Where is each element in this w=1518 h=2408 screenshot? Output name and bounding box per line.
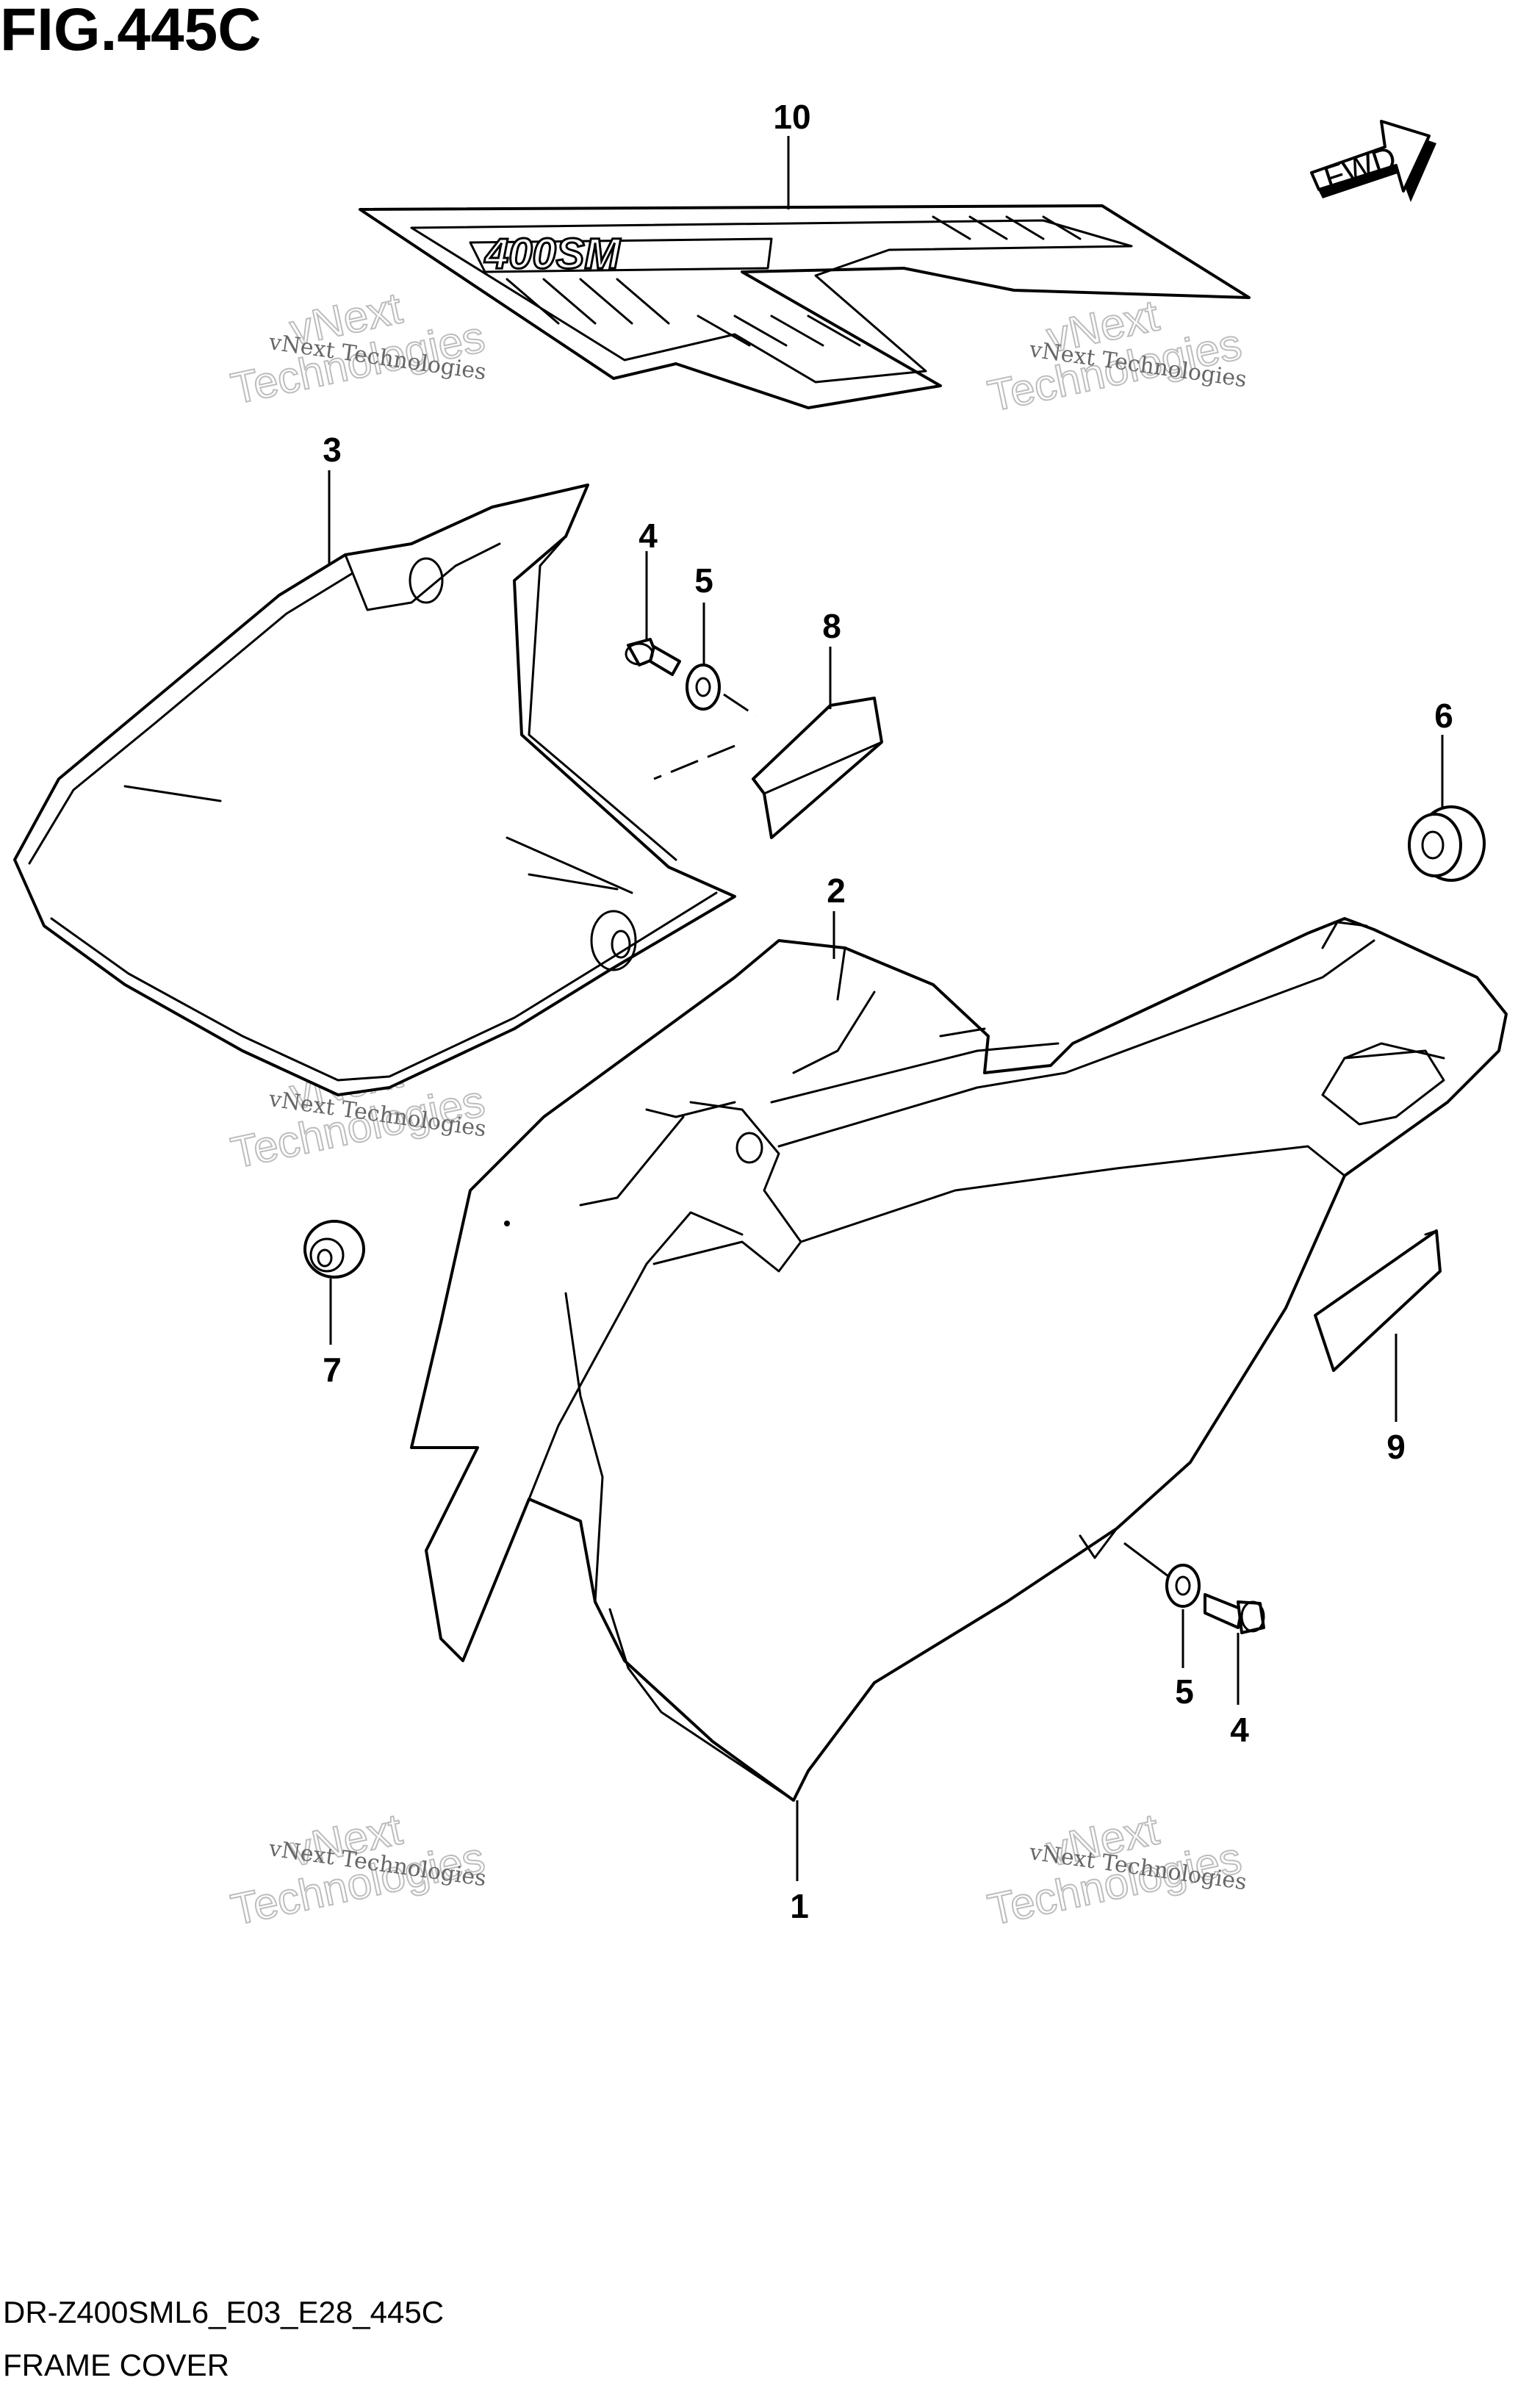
callout-4-top: 4 <box>639 517 658 555</box>
callout-8: 8 <box>822 607 841 645</box>
decal-part-10: 400SM <box>359 204 1251 409</box>
grommet-part-6 <box>1408 805 1486 882</box>
watermark-bottom-right: Technologies vNext vNext Technologies <box>983 1803 1248 1935</box>
washer-part-5-bottom <box>1165 1564 1201 1608</box>
pad-part-9 <box>1314 1229 1442 1372</box>
fwd-arrow-icon: FWD <box>1310 120 1436 202</box>
callout-2: 2 <box>827 871 846 910</box>
callout-5-top: 5 <box>694 561 713 600</box>
figure-code: DR-Z400SML6_E03_E28_445C <box>3 2295 445 2329</box>
pad-part-8 <box>752 697 883 839</box>
callout-7: 7 <box>323 1351 342 1389</box>
frame-cover-part-1 <box>410 917 1508 1802</box>
grommet-part-7 <box>303 1220 365 1279</box>
svg-text:400SM: 400SM <box>484 230 621 278</box>
svg-text:FWD: FWD <box>1320 140 1400 197</box>
watermark-top-right: Technologies vNext vNext Technologies <box>983 290 1248 421</box>
watermark-bottom-left: Technologies vNext vNext Technologies <box>226 1803 490 1935</box>
callout-6: 6 <box>1434 697 1453 735</box>
callout-10: 10 <box>773 98 810 136</box>
watermark-top-left: Technologies vNext vNext Technologies <box>226 282 490 414</box>
washer-part-5-top <box>686 664 721 711</box>
callout-4-bottom: 4 <box>1230 1711 1249 1749</box>
callout-5-bottom: 5 <box>1175 1672 1194 1711</box>
callout-9: 9 <box>1386 1428 1406 1466</box>
callout-3: 3 <box>323 431 342 469</box>
callout-1: 1 <box>790 1887 809 1925</box>
figure-title: FIG.445C <box>0 0 262 63</box>
bolt-part-4-top <box>625 638 681 676</box>
rear-cover-part-3 <box>13 484 736 1096</box>
bolt-part-4-bottom <box>1204 1593 1265 1634</box>
figure-name: FRAME COVER <box>3 2348 230 2382</box>
